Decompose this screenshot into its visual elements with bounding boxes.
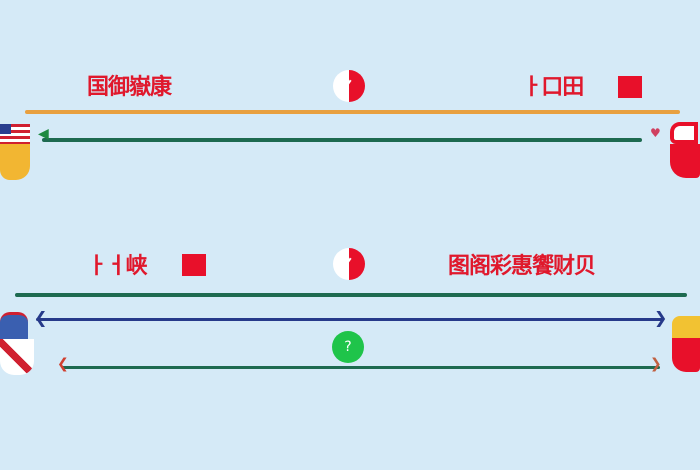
red-figure-right-bottom xyxy=(672,316,700,376)
clock-icon xyxy=(333,248,365,280)
uk-flag-figure xyxy=(0,312,38,376)
orange-timeline xyxy=(25,110,680,114)
green-timeline xyxy=(62,366,660,369)
clock-icon xyxy=(333,70,365,102)
marker-icon: ♥ xyxy=(650,126,661,140)
arrow-left-icon: ◀ xyxy=(38,126,49,142)
green-timeline xyxy=(42,138,642,142)
red-figure-right-top xyxy=(670,122,700,182)
arrow-left-icon: ❮ xyxy=(34,308,48,327)
arrow-right-icon: ❯ xyxy=(650,356,662,372)
help-badge[interactable]: ? xyxy=(332,331,364,363)
arrow-right-icon: ❯ xyxy=(654,308,668,327)
red-block-icon xyxy=(618,76,642,98)
arrow-left-icon: ❮ xyxy=(57,356,69,372)
bottom-left-label: ㅏㅓ峡 xyxy=(87,254,147,279)
green-timeline xyxy=(15,293,687,297)
usa-flag-figure xyxy=(0,124,30,182)
top-right-label: ㅏ口田 xyxy=(522,75,584,100)
navy-timeline xyxy=(36,318,664,321)
red-block-icon xyxy=(182,254,206,276)
bottom-right-label: 图阁彩惠饗财贝 xyxy=(448,254,596,279)
top-left-label: 国御嶽康 xyxy=(87,75,172,100)
